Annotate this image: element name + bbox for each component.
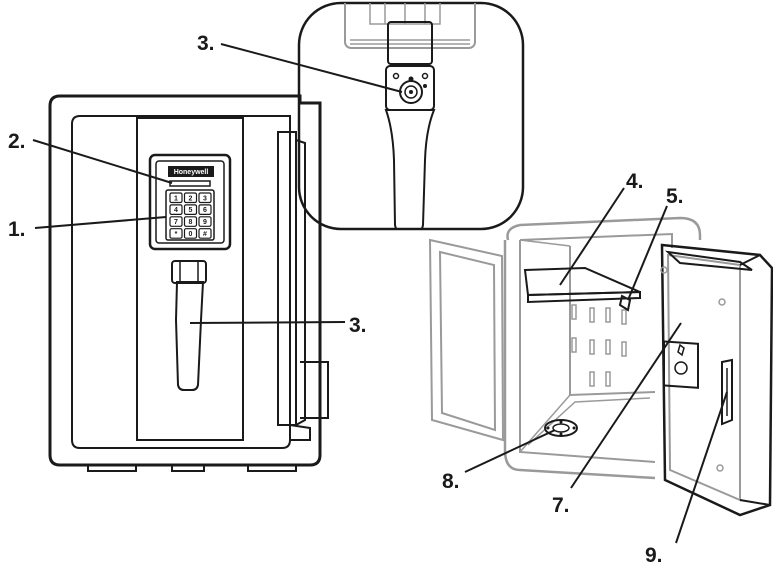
callout-shelf-bracket: 5.: [666, 185, 684, 208]
keypad-key: 9: [198, 216, 212, 227]
keypad-key-label: *: [175, 231, 178, 238]
shelf-bracket: [618, 294, 632, 312]
floor-bolt-hole: [544, 419, 578, 437]
door-latch: [721, 358, 733, 426]
keypad-key: #: [198, 228, 212, 239]
callout-floor-bolt: 8.: [442, 470, 460, 493]
callout-door-hinge: 7.: [552, 494, 570, 517]
vent-slots: [571, 304, 627, 387]
shelf: [523, 266, 641, 304]
keypad-key: 7: [169, 216, 183, 227]
indicator-light: [169, 180, 211, 187]
keypad-key-label: 0: [189, 231, 193, 238]
front-handle: [171, 260, 207, 391]
keypad-key-label: 6: [203, 207, 207, 214]
callout-indicator: 2.: [8, 130, 26, 153]
brand-plate: [168, 166, 214, 177]
callout-keypad: 1.: [8, 218, 26, 241]
callout-door-seal: 9.: [645, 544, 663, 567]
open-door: [660, 243, 773, 517]
keypad-key: 5: [183, 204, 198, 215]
safe-interior-view: [428, 216, 773, 517]
keypad-key: 3: [198, 192, 212, 204]
keypad-key-label: 4: [174, 207, 178, 214]
safe-front-view: Honeywell 1 2 3 4 5 6 7 8 9 * 0 #: [48, 94, 329, 472]
keypad-key-label: 3: [203, 195, 207, 202]
door-plate: [663, 340, 699, 389]
keypad-key: 2: [183, 192, 198, 204]
callout-handle-front: 3.: [349, 314, 367, 337]
callout-shelf: 4.: [626, 170, 644, 193]
keypad-housing: [148, 153, 232, 251]
keypad: 1 2 3 4 5 6 7 8 9 * 0 #: [169, 192, 212, 239]
keypad-key: 6: [198, 204, 212, 215]
lock-detail-view: [297, 1, 525, 231]
callout-key-lock: 3.: [197, 32, 215, 55]
brand-label: Honeywell: [174, 169, 209, 176]
keypad-key-label: 7: [174, 219, 178, 226]
keypad-key: 1: [169, 192, 183, 204]
keypad-key-label: 2: [189, 195, 193, 202]
callout-labels: 1. 2. 3. 3. 4. 5. 7. 8. 9.: [8, 32, 684, 567]
keypad-key: 4: [169, 204, 183, 215]
leader-lines: [32, 43, 728, 544]
keypad-key: 8: [183, 216, 198, 227]
keypad-key-label: 5: [189, 207, 193, 214]
keypad-key: *: [169, 228, 183, 239]
keypad-key-label: 1: [174, 195, 178, 202]
keypad-key-label: #: [203, 231, 207, 238]
keypad-key: 0: [183, 228, 198, 239]
keypad-key-label: 8: [189, 219, 193, 226]
keypad-key-label: 9: [203, 219, 207, 226]
